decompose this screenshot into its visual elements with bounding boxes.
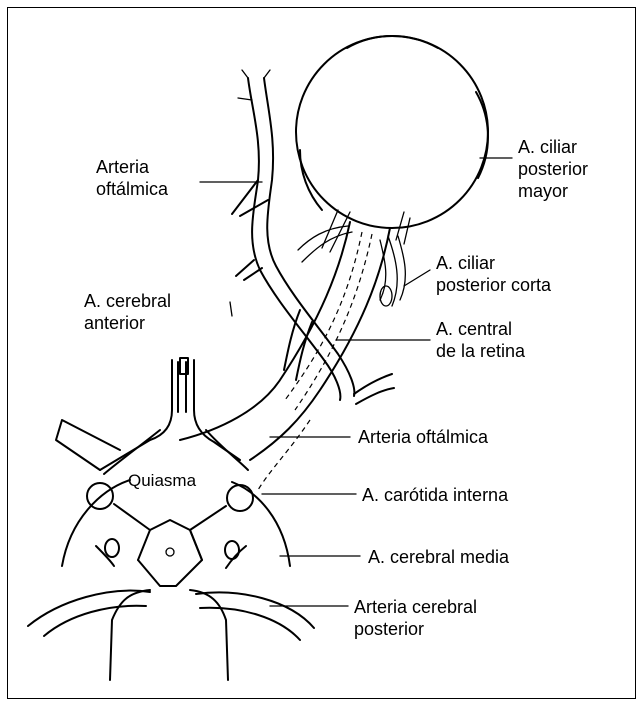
leader-lines	[200, 158, 512, 606]
optic-nerve	[180, 222, 390, 490]
label-cerebral-posterior: Arteria cerebral posterior	[354, 596, 477, 640]
anterior-cerebral-arteries	[56, 358, 248, 474]
label-cerebral-anterior: A. cerebral anterior	[84, 290, 171, 334]
label-ciliar-posterior-corta: A. ciliar posterior corta	[436, 252, 551, 296]
label-cerebral-media: A. cerebral media	[368, 546, 509, 568]
label-central-retina: A. central de la retina	[436, 318, 525, 362]
short-ciliary-arteries	[298, 210, 410, 306]
circle-of-willis	[28, 480, 314, 680]
label-arteria-oftalmica-mid: Arteria oftálmica	[358, 426, 488, 448]
ophthalmic-artery	[232, 70, 394, 404]
label-arteria-oftalmica-top: Arteria oftálmica	[96, 156, 168, 200]
eyeball	[296, 36, 488, 228]
label-carotida-interna: A. carótida interna	[362, 484, 508, 506]
label-quiasma: Quiasma	[128, 470, 196, 492]
label-ciliar-posterior-mayor: A. ciliar posterior mayor	[518, 136, 588, 202]
